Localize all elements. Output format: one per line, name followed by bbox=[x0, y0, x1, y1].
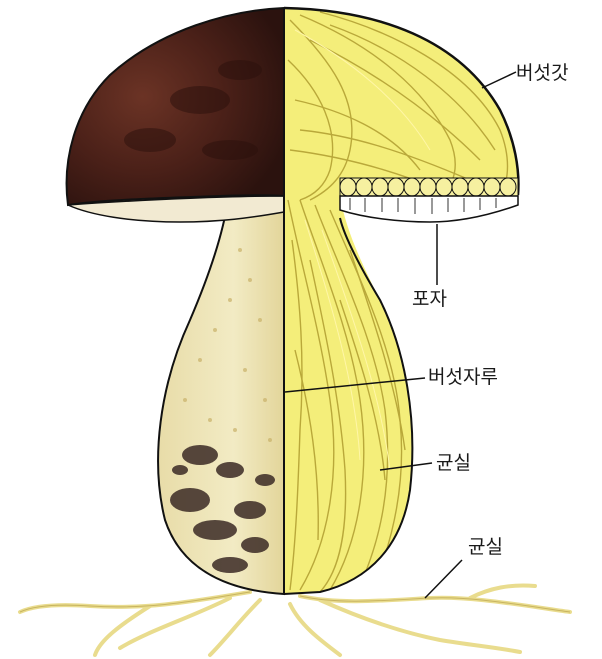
leader-hyphae-root bbox=[425, 560, 462, 598]
gill-layer bbox=[340, 178, 518, 196]
spore-layer bbox=[340, 196, 518, 222]
root-hyphae bbox=[20, 586, 570, 656]
label-cap: 버섯갓 bbox=[516, 64, 568, 83]
label-hyphae-stem: 균실 bbox=[436, 454, 471, 473]
label-spores: 포자 bbox=[412, 290, 447, 309]
leader-cap bbox=[482, 72, 516, 88]
label-stem: 버섯자루 bbox=[428, 368, 498, 387]
label-hyphae-root: 균실 bbox=[468, 538, 503, 557]
